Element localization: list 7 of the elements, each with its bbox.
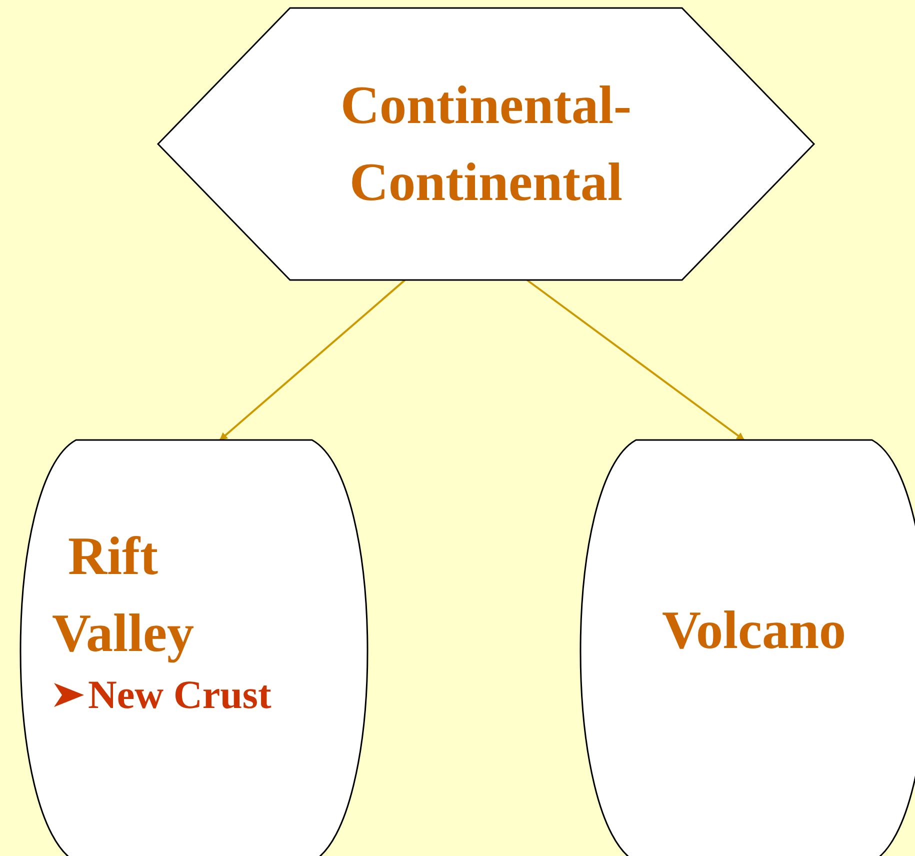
node-title: Volcano	[660, 599, 848, 662]
node-title: Rift Valley	[52, 525, 196, 665]
arrow	[219, 279, 406, 441]
hexagon-shape	[158, 8, 814, 280]
node-title: Continental- Continental	[339, 74, 632, 214]
bullet-text: New Crust	[88, 671, 272, 720]
arrow	[526, 279, 745, 441]
